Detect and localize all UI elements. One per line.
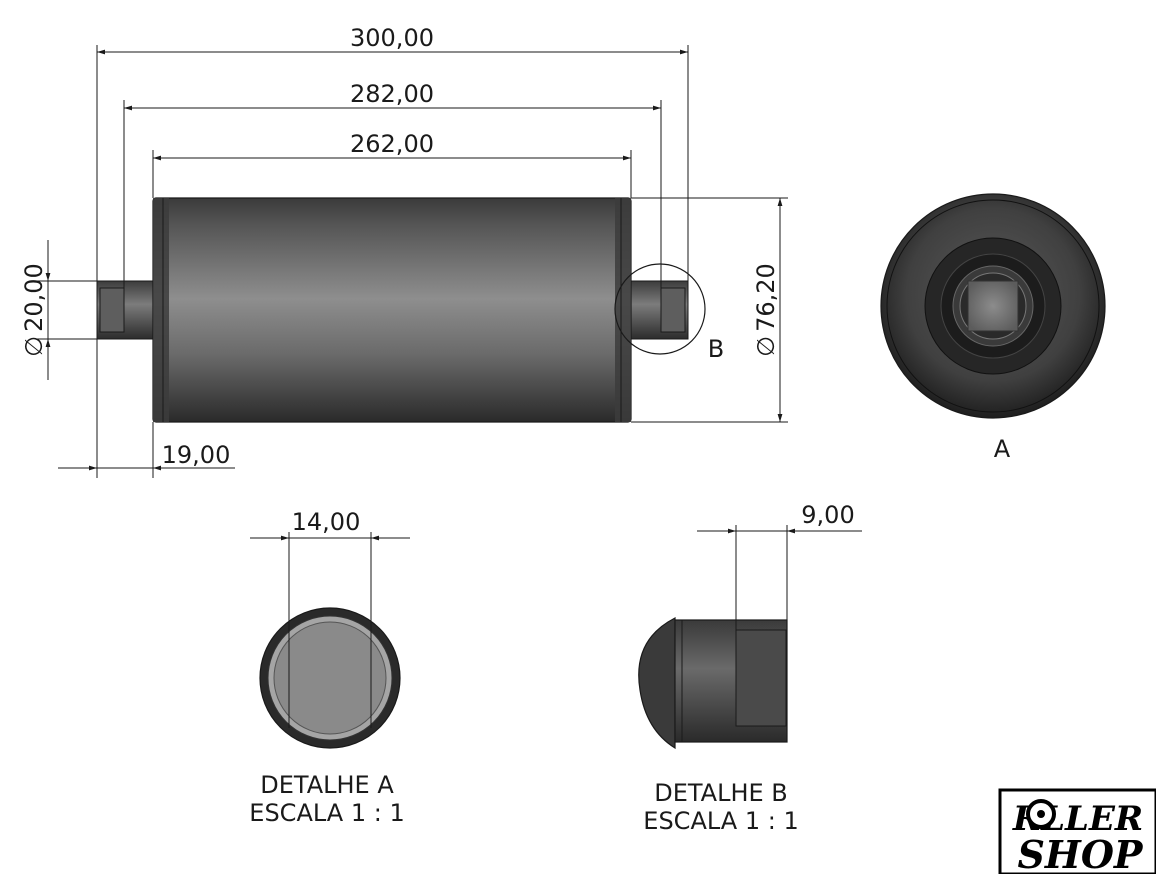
detail-a-title: DETALHE A	[260, 771, 394, 799]
dim-tube-diameter-group: ∅ 76,20	[752, 263, 780, 357]
diameter-symbol: ∅	[20, 336, 48, 357]
gear-icon	[1026, 799, 1056, 829]
dimension-lines	[45, 49, 783, 471]
dim-shaft-diameter: 20,00	[20, 263, 48, 332]
left-shaft-flat	[99, 287, 125, 333]
detail-b-title: DETALHE B	[654, 779, 788, 807]
right-end-cap	[615, 198, 631, 422]
detail-b-view	[638, 617, 788, 750]
side-view	[96, 197, 706, 423]
detail-a-dimension	[250, 532, 410, 728]
dim-shaft-diameter-group: ∅ 20,00	[20, 263, 48, 357]
end-view-a	[880, 193, 1106, 419]
detail-b-scale: ESCALA 1 : 1	[643, 807, 798, 835]
svg-text:∅20,00: ∅ 20,00	[20, 263, 48, 357]
detail-a-scale: ESCALA 1 : 1	[249, 799, 404, 827]
detail-b-circle	[614, 263, 706, 355]
dim-overall-length: 300,00	[350, 24, 434, 52]
end-view-label: A	[994, 435, 1011, 463]
right-shaft-flat	[660, 287, 686, 333]
dim-shaft-length: 282,00	[350, 80, 434, 108]
left-end-cap	[153, 198, 169, 422]
roller-tube	[152, 197, 632, 423]
dim-detail-b-width: 9,00	[801, 501, 854, 529]
roller-shop-logo: RLLER SHOP	[998, 788, 1156, 874]
detail-b-dimension	[697, 525, 862, 630]
dim-end-offset: 19,00	[162, 441, 231, 469]
extension-lines	[36, 45, 788, 478]
diameter-symbol: ∅	[752, 336, 780, 357]
detail-b-label: B	[708, 335, 724, 363]
detail-a-view	[259, 607, 401, 749]
svg-text:∅76,20: ∅ 76,20	[752, 263, 780, 357]
dim-detail-a-width: 14,00	[292, 508, 361, 536]
dim-tube-diameter: 76,20	[752, 263, 780, 332]
dim-tube-length: 262,00	[350, 130, 434, 158]
logo-line-2: SHOP	[1017, 832, 1143, 874]
